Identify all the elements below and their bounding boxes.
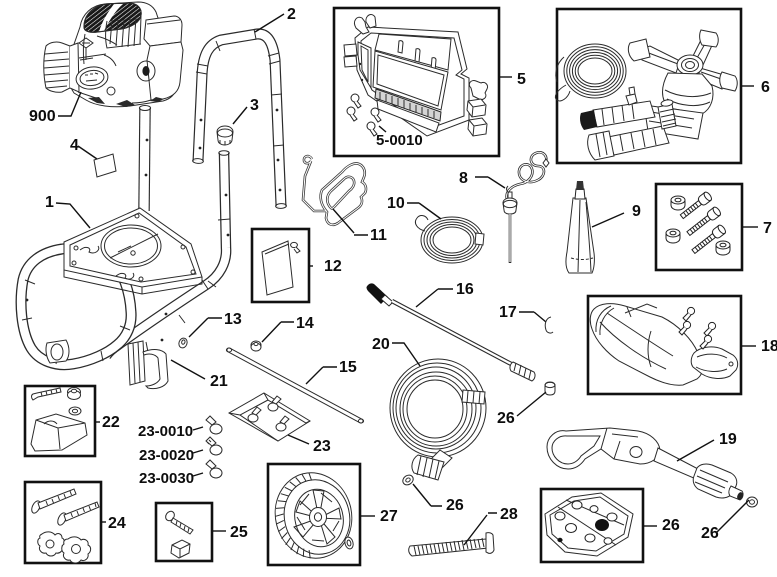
svg-text:23-0020: 23-0020 xyxy=(139,447,194,464)
svg-text:4: 4 xyxy=(70,137,79,154)
svg-text:16: 16 xyxy=(456,281,474,298)
svg-text:15: 15 xyxy=(339,359,357,376)
svg-text:7: 7 xyxy=(763,220,772,237)
svg-text:26: 26 xyxy=(701,525,719,542)
svg-text:5-0010: 5-0010 xyxy=(376,132,423,149)
svg-text:26: 26 xyxy=(446,497,464,514)
svg-text:18: 18 xyxy=(761,338,777,355)
svg-text:13: 13 xyxy=(224,311,242,328)
svg-text:900: 900 xyxy=(29,108,56,125)
svg-text:26: 26 xyxy=(497,410,515,427)
svg-text:26: 26 xyxy=(662,517,680,534)
svg-text:1: 1 xyxy=(45,194,54,211)
svg-text:17: 17 xyxy=(499,304,517,321)
svg-text:19: 19 xyxy=(719,431,737,448)
svg-text:22: 22 xyxy=(102,414,120,431)
svg-text:23-0030: 23-0030 xyxy=(139,470,194,487)
svg-text:25: 25 xyxy=(230,524,248,541)
svg-text:20: 20 xyxy=(372,336,390,353)
svg-text:8: 8 xyxy=(459,170,468,187)
svg-text:6: 6 xyxy=(761,79,770,96)
svg-text:3: 3 xyxy=(250,97,259,114)
svg-text:10: 10 xyxy=(387,195,405,212)
svg-text:23-0010: 23-0010 xyxy=(138,423,193,440)
svg-text:14: 14 xyxy=(296,315,314,332)
svg-text:11: 11 xyxy=(370,227,387,244)
svg-text:21: 21 xyxy=(210,373,228,390)
svg-text:9: 9 xyxy=(632,203,641,220)
svg-text:27: 27 xyxy=(380,508,398,525)
svg-text:28: 28 xyxy=(500,506,518,523)
svg-text:24: 24 xyxy=(108,515,126,532)
svg-text:2: 2 xyxy=(287,6,296,23)
svg-text:12: 12 xyxy=(324,258,342,275)
svg-text:23: 23 xyxy=(313,438,331,455)
svg-text:5: 5 xyxy=(517,71,526,88)
